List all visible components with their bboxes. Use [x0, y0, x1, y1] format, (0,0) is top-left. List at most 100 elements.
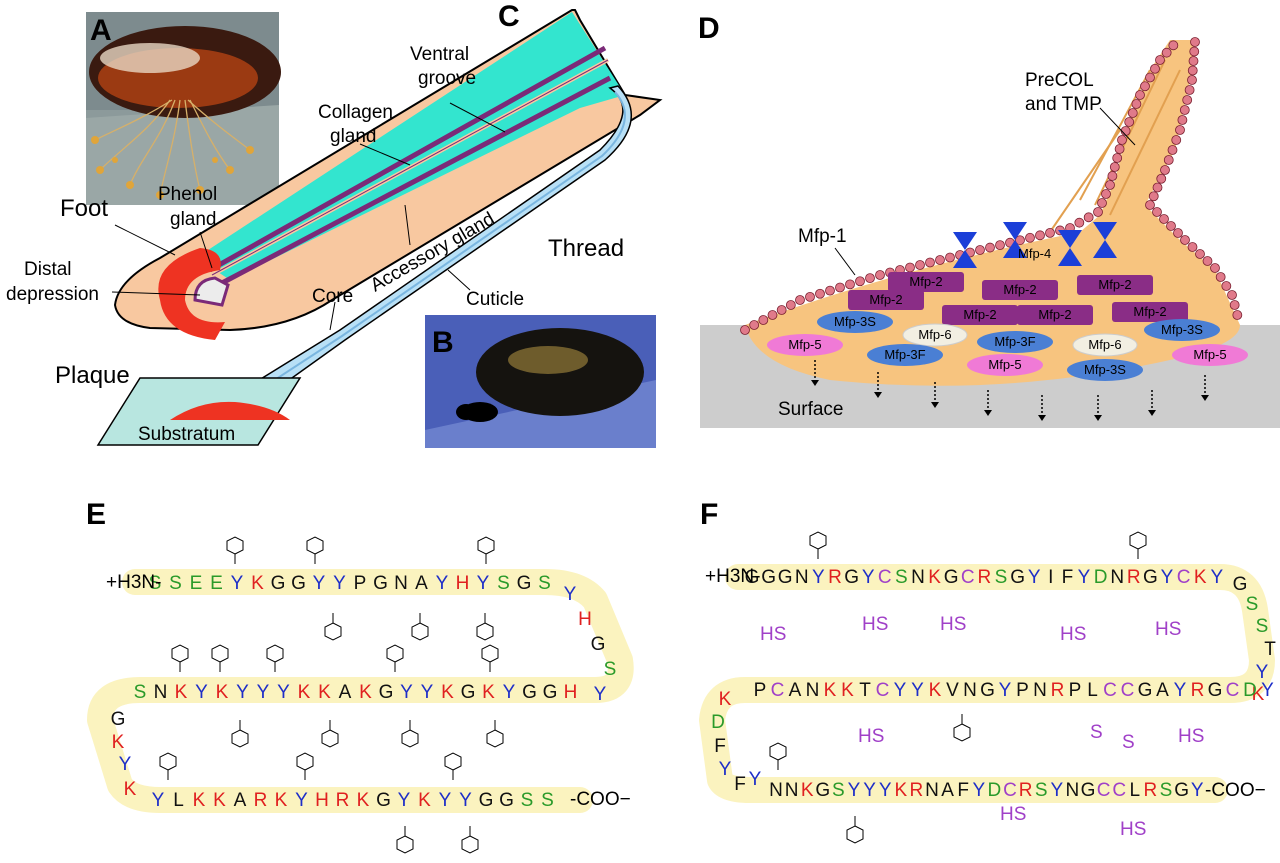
f-row2-residue: N	[1033, 680, 1047, 701]
e-left-residue: Y	[119, 754, 132, 775]
f-row1-residue: G	[1143, 567, 1158, 588]
f-row1-residue: S	[995, 567, 1008, 588]
mfp3-ellipse	[1067, 359, 1143, 381]
mfp4-shape	[1058, 230, 1082, 266]
label-distal: Distal	[24, 259, 72, 280]
f-row1-residue: C	[878, 567, 892, 588]
e-row3-residue: L	[173, 790, 184, 811]
f-row1-residue: K	[1194, 567, 1207, 588]
f-row1-residue: Y	[1161, 567, 1174, 588]
catechol-ring	[231, 729, 249, 748]
mfp2-block	[888, 272, 964, 292]
mfp2-block	[848, 290, 924, 310]
e-left-residue: K	[124, 779, 137, 800]
catechol-ring	[396, 835, 414, 854]
label-foot: Foot	[60, 195, 108, 222]
mfp1-bead	[1195, 249, 1205, 259]
catechol-ring	[211, 644, 229, 663]
f-right-residue: S	[1256, 616, 1269, 637]
mfp1-bead	[1124, 117, 1135, 127]
mfp1-bead	[1210, 263, 1220, 273]
f-row2-residue: Y	[1174, 680, 1187, 701]
e-row1-residue: G	[271, 573, 286, 594]
label-mfp4: Mfp-4	[1018, 246, 1051, 261]
f-row1-residue: G	[944, 567, 959, 588]
e-row3-residue: K	[357, 790, 370, 811]
e-row1-residue: S	[149, 573, 162, 594]
mfp1-bead	[1107, 171, 1118, 181]
f-c-term: -COO−	[1205, 780, 1266, 801]
f-row2-residue: V	[946, 680, 959, 701]
arrow-head	[1201, 395, 1209, 401]
mfp2-block	[1077, 275, 1153, 295]
mfp1-bead	[767, 310, 778, 320]
f-row3-residue: R	[1019, 780, 1033, 801]
f-row1-residue: G	[778, 567, 793, 588]
e-row3-residue: K	[193, 790, 206, 811]
catechol-ring	[266, 644, 284, 663]
f-row1-residue: C	[1177, 567, 1191, 588]
f-row3-residue: K	[801, 780, 814, 801]
catechol-ring	[401, 729, 419, 748]
label-plaque: Plaque	[55, 362, 130, 389]
disulfide-label: S	[1090, 722, 1103, 743]
panel-c-letter: C	[498, 0, 520, 33]
f-row3-residue: C	[1097, 780, 1111, 801]
f-row2-residue: Y	[999, 680, 1012, 701]
mfp5-ellipse	[967, 354, 1043, 376]
mfp6-ellipse	[902, 323, 968, 347]
mfp5-ellipse	[1172, 344, 1248, 366]
e-row1-residue: E	[210, 573, 223, 594]
mfp3-ellipse	[867, 344, 943, 366]
label-and-tmp: and TMP	[1025, 94, 1102, 115]
label-phenol: Phenol	[158, 184, 217, 205]
mfp1-bead	[1187, 65, 1198, 76]
mfp1-bead	[1182, 95, 1193, 105]
f-row1-residue: Y	[1210, 567, 1223, 588]
e-row2-residue: S	[134, 682, 147, 703]
e-right-residue: S	[604, 659, 617, 680]
f-row1-residue: R	[1127, 567, 1141, 588]
f-row3-residue: N	[785, 780, 799, 801]
mfp1-bead	[1179, 105, 1190, 115]
catechol-ring	[411, 622, 429, 641]
f-row2-residue: D	[1243, 680, 1257, 701]
mfp2-block	[1112, 302, 1188, 322]
f-row3-residue: Y	[1050, 780, 1063, 801]
mfp1-bead	[815, 288, 825, 299]
e-row3-residue: Y	[152, 790, 165, 811]
catechol-ring	[769, 742, 787, 761]
e-row1-residue: S	[538, 573, 551, 594]
f-left-residue: D	[711, 712, 725, 733]
arrow-head	[874, 392, 882, 398]
catechol-ring	[1129, 531, 1147, 550]
e-row1-residue: P	[354, 573, 367, 594]
mfp3-ellipse	[977, 331, 1053, 353]
thiol-label: HS	[1120, 819, 1146, 840]
e-row2-residue: G	[461, 682, 476, 703]
label-phenol-gland: gland	[170, 209, 217, 230]
mfp1-bead	[1150, 63, 1160, 74]
mfp5-ellipse	[767, 334, 843, 356]
e-row2-residue: Y	[277, 682, 290, 703]
label-cuticle: Cuticle	[466, 289, 524, 310]
mfp1-bead	[1025, 232, 1035, 243]
catechol-ring	[846, 825, 864, 844]
f-row1-residue: I	[1048, 567, 1053, 588]
e-row2-residue: K	[482, 682, 495, 703]
mfp4-shape	[1003, 222, 1027, 258]
e-row3-residue: G	[479, 790, 494, 811]
protein-label: Mfp-6	[1088, 337, 1121, 352]
mfp1-bead	[935, 255, 945, 265]
catechol-ring	[476, 622, 494, 641]
e-row3-residue: H	[315, 790, 329, 811]
f-row2-residue: A	[789, 680, 802, 701]
mfp1-bead	[1188, 56, 1199, 66]
f-row2-residue: R	[1191, 680, 1205, 701]
e-row1-residue: G	[291, 573, 306, 594]
mfp1-bead	[1167, 145, 1178, 155]
e-row1-residue: Y	[477, 573, 490, 594]
f-row3-residue: R	[910, 780, 924, 801]
